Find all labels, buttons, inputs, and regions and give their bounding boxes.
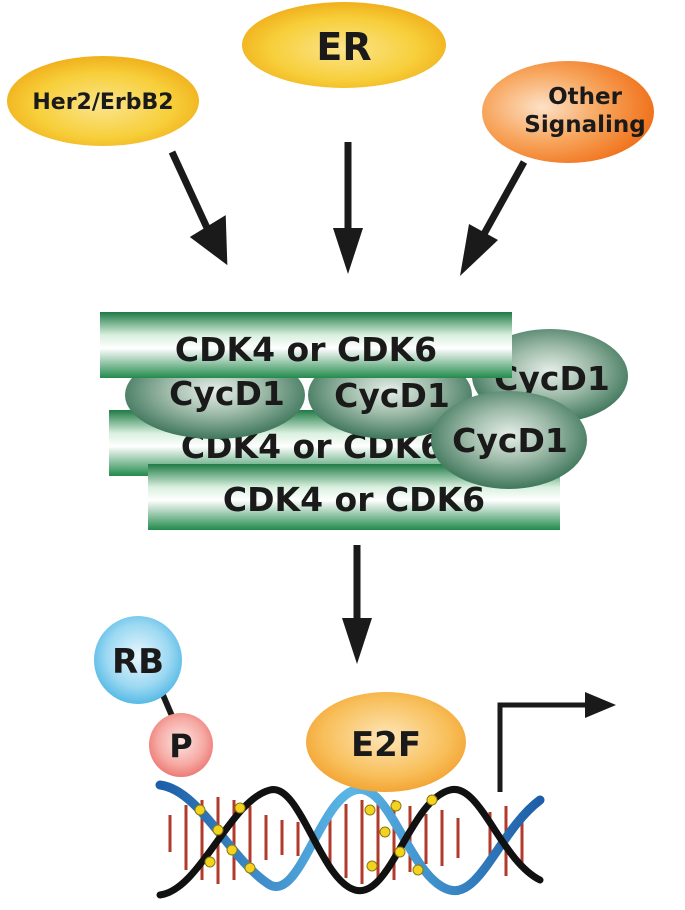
er-node: ER [242,2,446,88]
phosphate-label: P [169,727,192,765]
other-label-line1: Other [548,84,623,110]
arrow-er [333,142,363,274]
rb-node: RB [94,616,182,704]
arrow-other [460,160,528,276]
cdk-cyclin-complex: CycD1 CDK4 or CDK6 CycD1 CycD1 CDK4 or C… [100,312,628,530]
rb-phospho-group: RB P [94,616,213,777]
cdk-bottom-label: CDK4 or CDK6 [223,480,485,519]
dna-nucleotides [194,794,438,876]
er-label: ER [316,25,371,69]
cyclin-right-front: CycD1 [431,391,587,489]
phosphate-node: P [149,713,213,777]
e2f-label: E2F [351,725,421,765]
signal-arrows [168,142,528,276]
arrow-her2 [168,150,228,266]
other-label-line2: Signaling [524,112,645,138]
arrow-to-e2f [342,545,372,664]
rb-label: RB [112,642,164,682]
e2f-node: E2F [306,692,466,792]
her2-node: Her2/ErbB2 [7,56,199,146]
other-signaling-node: Other Signaling [482,61,654,163]
cyclin-right-front-label: CycD1 [452,421,568,460]
transcription-start-arrow [497,692,616,792]
dna-strand-dark [156,786,544,899]
dna-helix [155,780,545,899]
cyclin-center-label: CycD1 [334,376,450,415]
dna-strand-blue [155,780,545,896]
cdk-top-label: CDK4 or CDK6 [175,330,437,369]
cyclin-left-label: CycD1 [169,374,285,413]
her2-label: Her2/ErbB2 [32,90,173,115]
cdk-bar-top: CDK4 or CDK6 [100,312,512,378]
